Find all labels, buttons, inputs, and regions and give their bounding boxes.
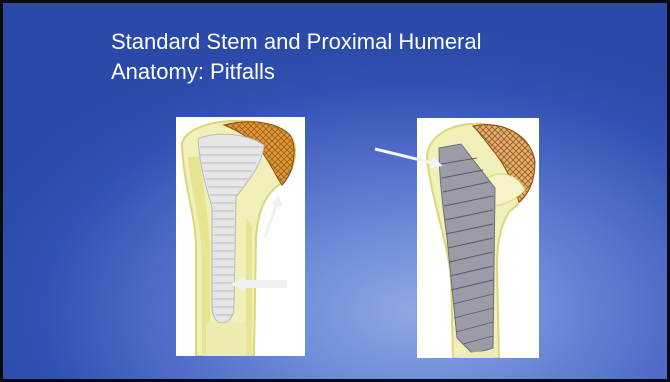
slide-title-line-1: Standard Stem and Proximal Humeral	[111, 27, 581, 57]
slide-title: Standard Stem and Proximal Humeral Anato…	[111, 27, 581, 87]
humerus-standard-stem-image	[176, 117, 305, 356]
arrow-left-icon	[231, 275, 287, 293]
slide-title-line-2: Anatomy: Pitfalls	[111, 57, 581, 87]
arrow-up-right-icon	[261, 195, 285, 239]
arrow-right-icon	[373, 146, 445, 170]
